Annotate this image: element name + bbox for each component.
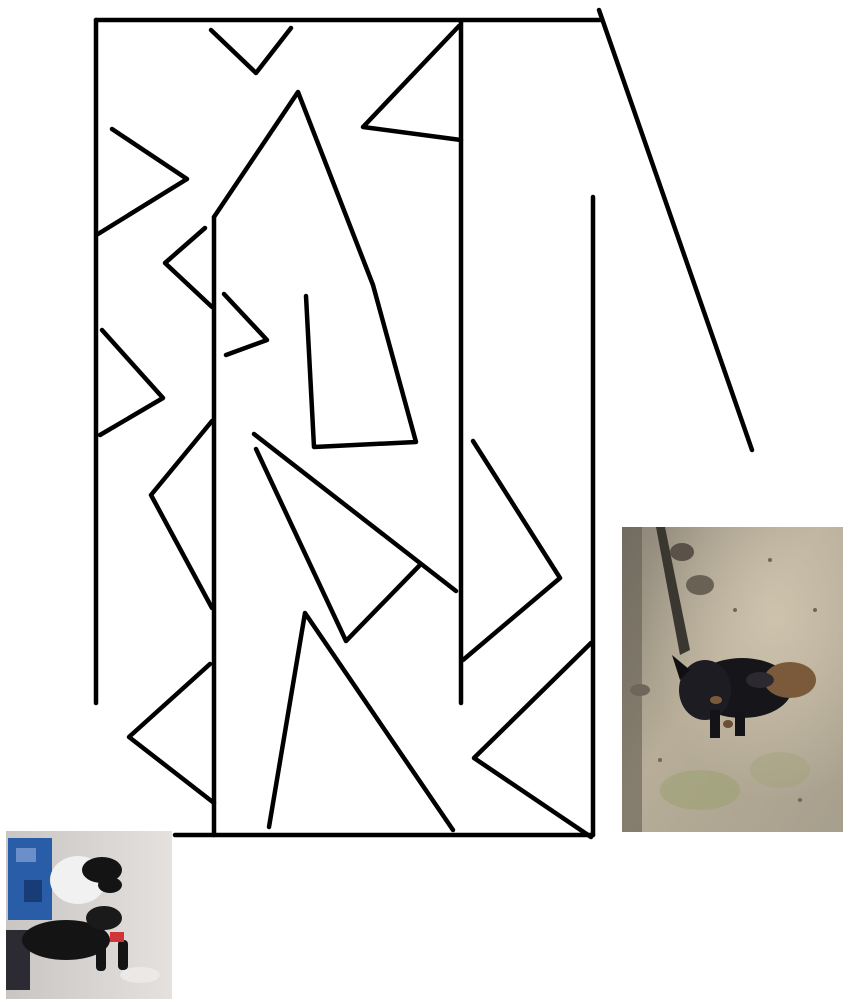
puppies-on-floor-photo bbox=[6, 831, 172, 999]
dog-on-dirt-ground-photo bbox=[622, 527, 843, 832]
